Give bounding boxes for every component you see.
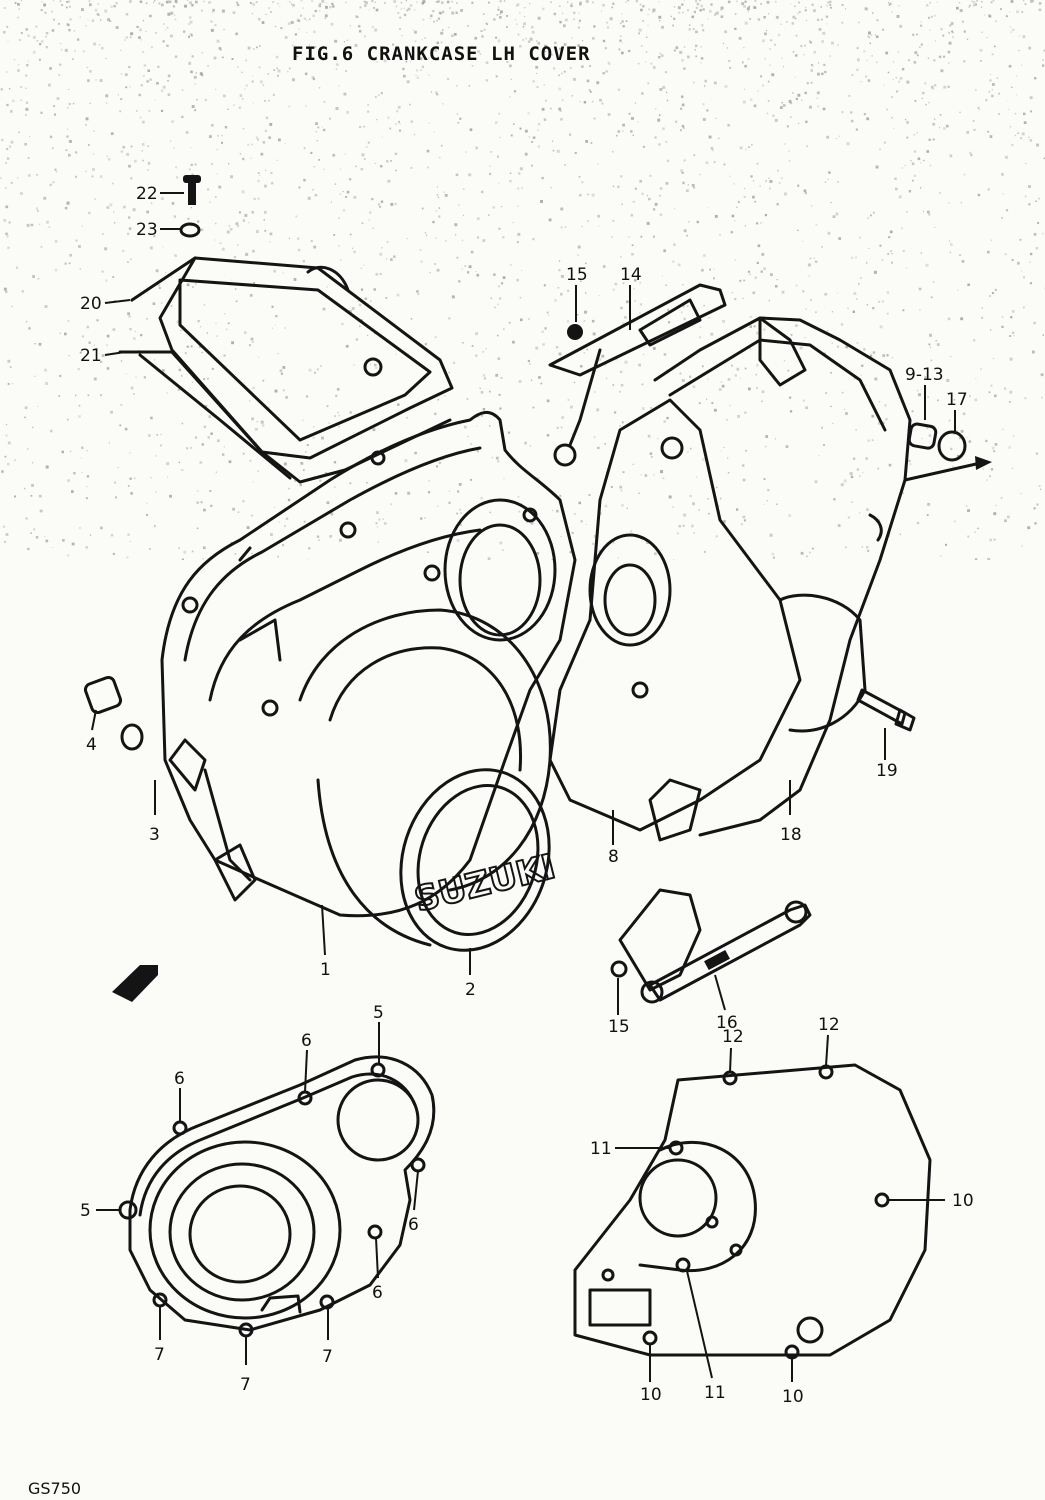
lower-right-cover [573,1063,932,1360]
callout-7-center: 7 [240,1375,251,1395]
callout-5-left: 5 [80,1201,91,1221]
model-label: GS750 [28,1479,81,1498]
bracket-14 [548,283,727,467]
callout-18: 18 [780,825,802,845]
callout-11-upper: 11 [590,1139,612,1159]
print-speckle-background [0,0,1045,560]
callout-5-top: 5 [373,1003,384,1023]
callout-15-lower: 15 [608,1017,630,1037]
generator-cover-cap: SUZUKI [316,768,560,952]
callout-4: 4 [86,735,97,755]
callout-11-lower: 11 [704,1383,726,1403]
callout-8: 8 [608,847,619,867]
callout-22: 22 [136,184,158,204]
cover-plate-assembly [118,175,454,484]
callout-12-left: 12 [722,1027,744,1047]
callout-14: 14 [620,265,642,285]
callout-10-bottom: 10 [782,1387,804,1407]
callout-10-left: 10 [640,1385,662,1405]
callout-2: 2 [465,980,476,1000]
rear-crankcase-cover [653,316,992,837]
callout-6-left: 6 [174,1069,185,1089]
callout-1: 1 [320,960,331,980]
gear-shift-lever-16 [610,888,812,1004]
figure-title: FIG.6 CRANKCASE LH COVER [292,43,591,65]
callout-10-right: 10 [952,1191,974,1211]
callout-17: 17 [946,390,968,410]
leader-lines [91,192,956,1382]
small-hardware [83,422,967,1002]
callout-20: 20 [80,294,102,314]
callout-19: 19 [876,761,898,781]
callout-23: 23 [136,220,158,240]
logo-text: SUZUKI [411,847,560,920]
crankcase-lh-cover [160,411,577,918]
callout-7-left: 7 [154,1345,165,1365]
callout-9-13: 9-13 [905,365,944,385]
callout-6-top: 6 [301,1031,312,1051]
lower-left-cover-gasket [118,1055,436,1338]
callout-3: 3 [149,825,160,845]
callout-16: 16 [716,1013,738,1033]
callout-15-upper: 15 [566,265,588,285]
callout-6-lower: 6 [372,1283,383,1303]
callout-12-right: 12 [818,1015,840,1035]
sprocket-cover [548,398,802,842]
callout-21: 21 [80,346,102,366]
callouts: 22 23 20 21 15 14 9-13 17 4 3 1 2 8 18 1… [80,184,974,1407]
callout-6-right: 6 [408,1215,419,1235]
callout-7-right: 7 [322,1347,333,1367]
